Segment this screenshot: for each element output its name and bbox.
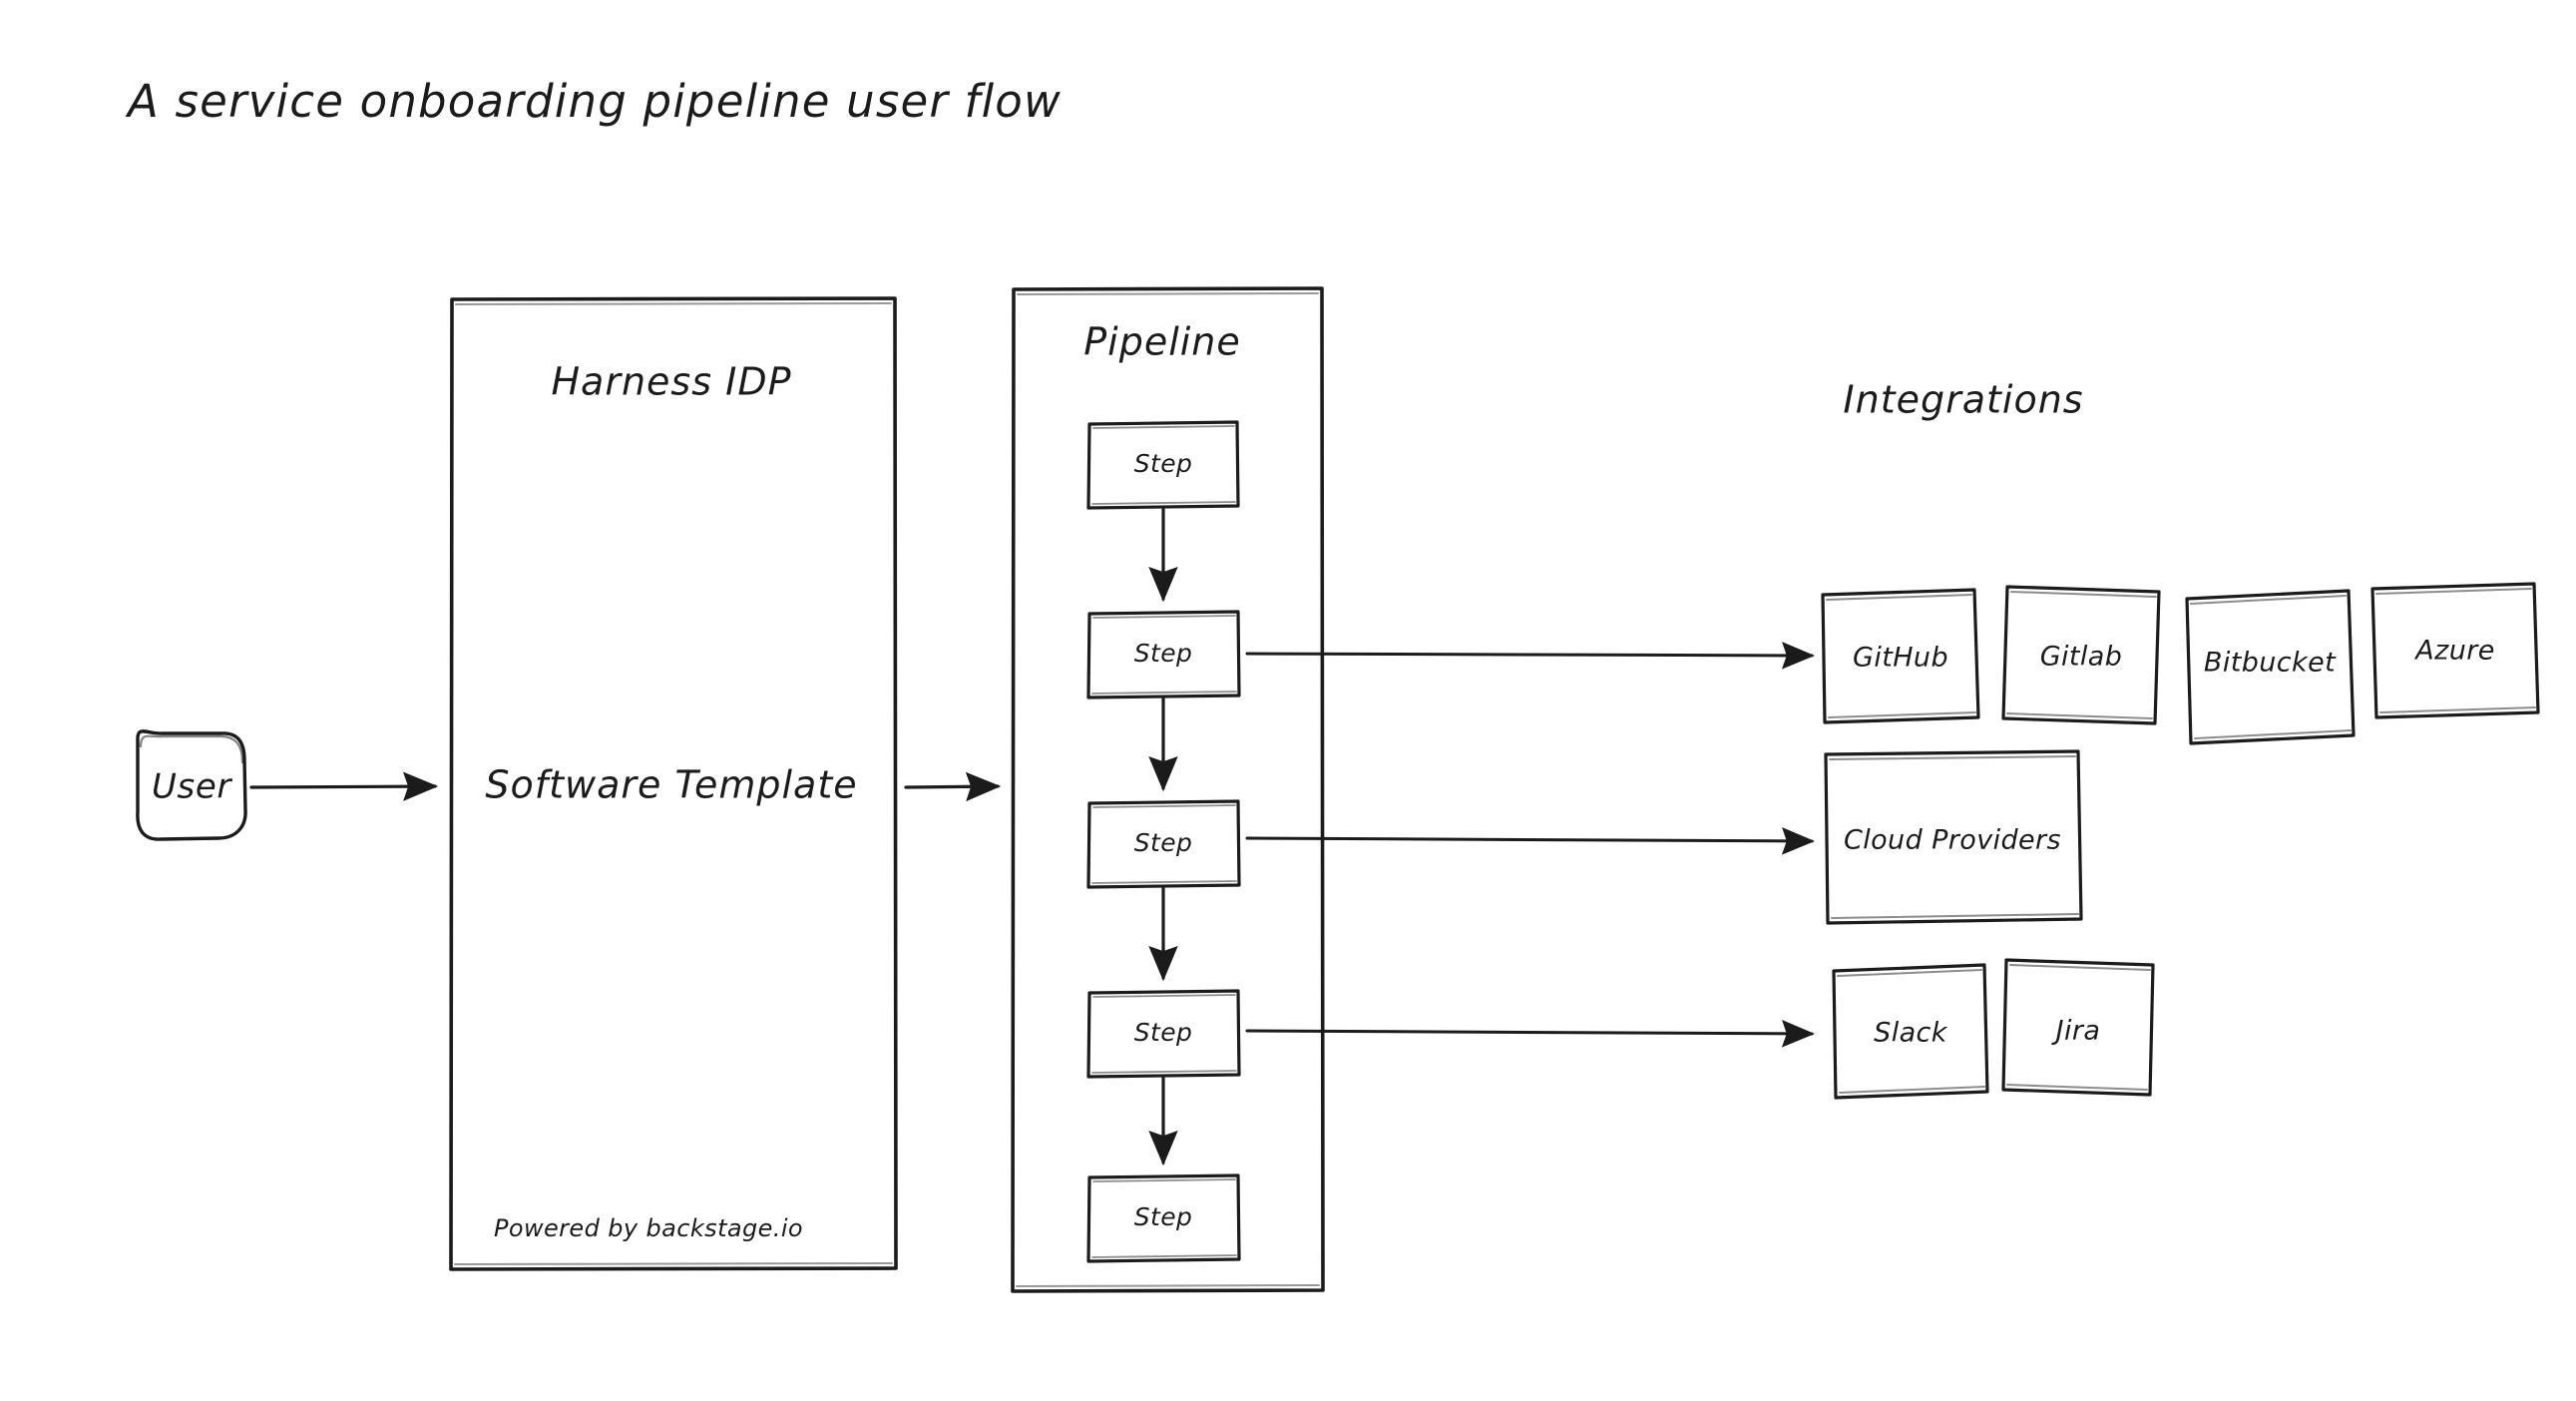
- integration-slack[interactable]: Slack: [1832, 963, 1989, 1100]
- integration-azure[interactable]: Azure: [2370, 582, 2540, 719]
- powered-by-label: Powered by backstage.io: [494, 1214, 803, 1242]
- integration-label: Azure: [2413, 636, 2494, 667]
- pipeline-step-4[interactable]: Step: [1086, 989, 1241, 1079]
- pipeline-step-3[interactable]: Step: [1086, 799, 1241, 889]
- page-title: A service onboarding pipeline user flow: [125, 75, 1062, 128]
- integration-label: Gitlab: [2040, 642, 2123, 673]
- integration-label: Jira: [2051, 1016, 2101, 1047]
- pipeline-step-2[interactable]: Step: [1086, 610, 1241, 700]
- integration-github[interactable]: GitHub: [1821, 588, 1980, 724]
- pipeline-step-5[interactable]: Step: [1086, 1173, 1241, 1263]
- integration-gitlab[interactable]: Gitlab: [2001, 585, 2161, 725]
- edge-step2-to-github: [1245, 642, 1815, 670]
- integrations-heading: Integrations: [1843, 378, 2083, 422]
- container-harness-idp[interactable]: Harness IDP Software Template Powered by…: [449, 296, 898, 1271]
- software-template-label: Software Template: [485, 763, 857, 807]
- node-user[interactable]: User: [136, 729, 247, 841]
- integration-cloud-providers[interactable]: Cloud Providers: [1824, 749, 2083, 925]
- pipeline-step-1[interactable]: Step: [1086, 420, 1240, 510]
- integration-label: Cloud Providers: [1844, 825, 2061, 856]
- integration-label: Bitbucket: [2204, 648, 2337, 679]
- edge-step3-to-cloud-providers: [1245, 827, 1815, 855]
- node-user-label: User: [152, 767, 232, 807]
- pipeline-step-label: Step: [1134, 1018, 1193, 1047]
- pipeline-step-label: Step: [1134, 449, 1193, 478]
- edge-user-to-idp: [249, 771, 439, 801]
- pipeline-step-label: Step: [1134, 828, 1193, 857]
- pipeline-step-label: Step: [1134, 1202, 1193, 1231]
- integration-label: Slack: [1874, 1018, 1948, 1049]
- integration-bitbucket[interactable]: Bitbucket: [2185, 589, 2356, 745]
- edge-idp-to-pipeline: [904, 771, 1002, 802]
- edge-step4-to-slack: [1245, 1020, 1815, 1048]
- pipeline-step-label: Step: [1134, 639, 1193, 668]
- integration-label: GitHub: [1853, 643, 1948, 674]
- container-pipeline-label: Pipeline: [1083, 320, 1241, 364]
- integration-jira[interactable]: Jira: [2001, 958, 2155, 1097]
- container-harness-idp-label: Harness IDP: [551, 360, 791, 404]
